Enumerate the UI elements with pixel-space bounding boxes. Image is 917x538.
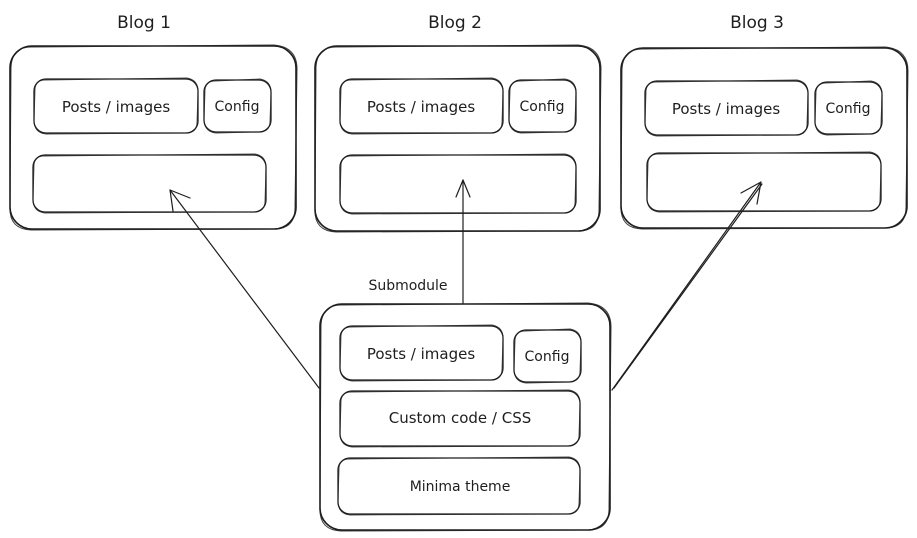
blog-1-posts-label: Posts / images [62,98,171,116]
submodule-config-label: Config [525,349,570,365]
blog-2-config-box-sketch [508,78,577,134]
blog-3-config-label: Config [826,101,871,117]
blog-3: Blog 3 Posts / images Config [620,13,909,230]
arrow-to-blog-1-line [169,189,320,389]
blog-2-config-label: Config [520,99,565,115]
blog-3-frame-sketch [620,46,909,230]
blog-1-empty-box-sketch [32,153,267,214]
blog-3-empty-box [646,152,882,212]
arrow-to-blog-1-head [169,189,191,212]
blog-2-empty-box-sketch [339,153,577,215]
blog-2: Blog 2 Posts / images Config [314,13,602,233]
blog-2-posts-label: Posts / images [367,98,476,116]
blog-1-frame-sketch [9,44,298,231]
submodule: Submodule Posts / images Config Custom c… [319,278,612,532]
submodule-posts-box-sketch [339,324,504,382]
blog-1-config-label: Config [215,99,260,115]
blog-1-frame [9,45,297,230]
blog-1-posts-box-sketch [33,77,199,135]
arrow-to-blog-2 [455,179,471,304]
blog-2-title: Blog 2 [428,13,482,33]
blog-2-frame [314,45,601,232]
blog-3-frame [620,47,908,229]
blog-3-title: Blog 3 [730,13,784,33]
blog-3-config-box-sketch [814,80,883,136]
blog-1: Blog 1 Posts / images Config [9,13,298,231]
blog-1-config-box-sketch [203,78,272,134]
submodule-frame-sketch [319,302,612,532]
blog-1-title: Blog 1 [117,13,171,33]
arrow-to-blog-3-head [740,181,762,205]
submodule-config-box-sketch [513,328,582,384]
submodule-posts-label: Posts / images [367,345,476,363]
submodule-custom-box-sketch [339,389,581,448]
submodule-theme-label: Minima theme [410,479,511,495]
arrow-to-blog-2-head [455,179,471,198]
arrow-to-blog-3 [611,181,763,391]
submodule-theme-box-sketch [337,456,581,516]
blog-3-posts-label: Posts / images [672,100,781,118]
blog-1-empty-box [32,154,267,213]
blog-3-empty-box-sketch [646,151,882,213]
submodule-label: Submodule [368,278,447,294]
blog-2-posts-box-sketch [339,77,504,135]
blog-2-empty-box [339,154,577,214]
arrow-to-blog-3-line-sketch [613,183,763,389]
blog-2-frame-sketch [314,44,602,233]
blog-3-posts-box-sketch [644,79,809,137]
arrow-to-blog-3-line [611,181,762,391]
submodule-custom-label: Custom code / CSS [389,409,532,427]
arrow-to-blog-1 [169,189,320,389]
